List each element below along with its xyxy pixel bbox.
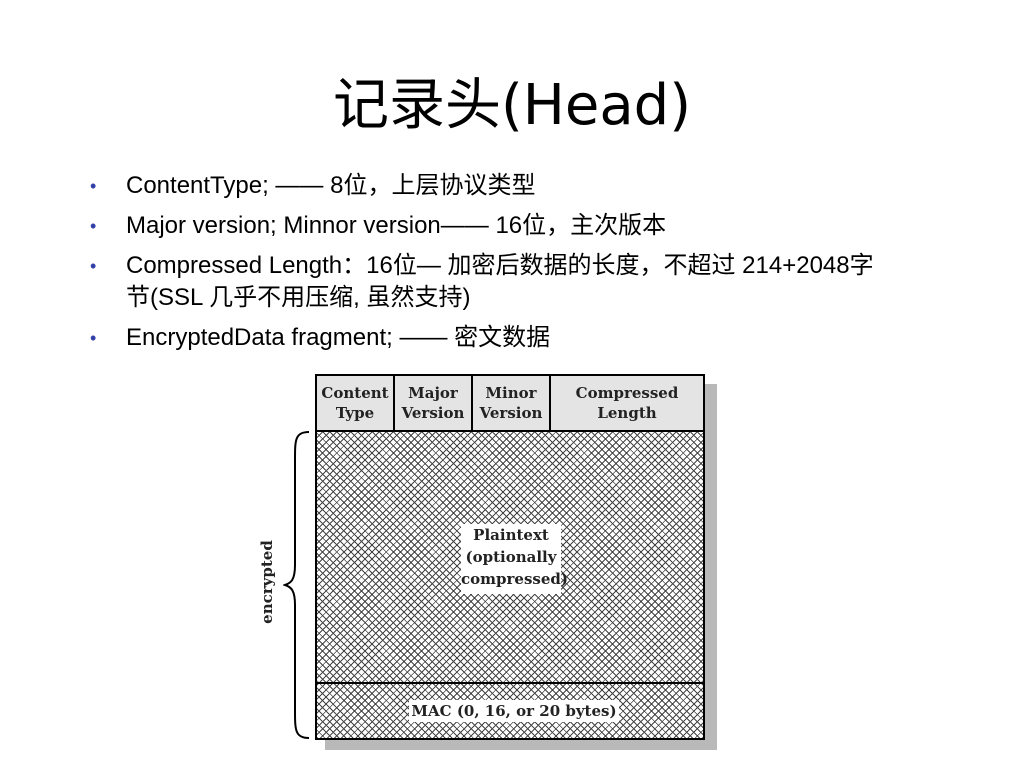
header-minor-version: Minor Version — [473, 376, 551, 430]
bullet-item: • Major version; Minnor version—— 16位，主次… — [90, 210, 890, 242]
bullet-text: Compressed Length：16位— 加密后数据的长度，不超过 214+… — [126, 252, 874, 311]
bullet-dot-icon: • — [90, 216, 97, 236]
bullet-list: • ContentType; —— 8位，上层协议类型 • Major vers… — [90, 170, 890, 362]
bullet-item: • Compressed Length：16位— 加密后数据的长度，不超过 21… — [90, 250, 890, 314]
bullet-text: Major version; Minnor version—— 16位，主次版本 — [126, 212, 667, 239]
diagram-shadow-bottom — [325, 738, 717, 750]
encrypted-body-block: Plaintext (optionally compressed) MAC (0… — [315, 430, 705, 740]
header-major-version: Major Version — [395, 376, 473, 430]
header-compressed-length: Compressed Length — [575, 384, 679, 422]
diagram-header-row: Content Type Major Version Minor Version… — [315, 374, 705, 432]
diagram-shadow-right — [705, 384, 717, 750]
record-format-diagram: Content Type Major Version Minor Version… — [255, 372, 725, 752]
bullet-dot-icon: • — [90, 176, 97, 196]
mac-label: MAC (0, 16, or 20 bytes) — [409, 700, 619, 722]
bullet-item: • ContentType; —— 8位，上层协议类型 — [90, 170, 890, 202]
mac-divider — [317, 682, 703, 684]
bullet-dot-icon: • — [90, 328, 97, 348]
bullet-text: ContentType; —— 8位，上层协议类型 — [126, 172, 536, 199]
bullet-dot-icon: • — [90, 256, 97, 276]
encrypted-label: encrypted — [258, 540, 276, 624]
bullet-item: • EncryptedData fragment; —— 密文数据 — [90, 322, 890, 354]
curly-brace-icon — [283, 431, 310, 739]
slide-title: 记录头(Head) — [332, 73, 692, 138]
header-content-type: Content Type — [317, 376, 395, 430]
plaintext-label: Plaintext (optionally compressed) — [461, 524, 568, 594]
bullet-text: EncryptedData fragment; —— 密文数据 — [126, 324, 551, 351]
